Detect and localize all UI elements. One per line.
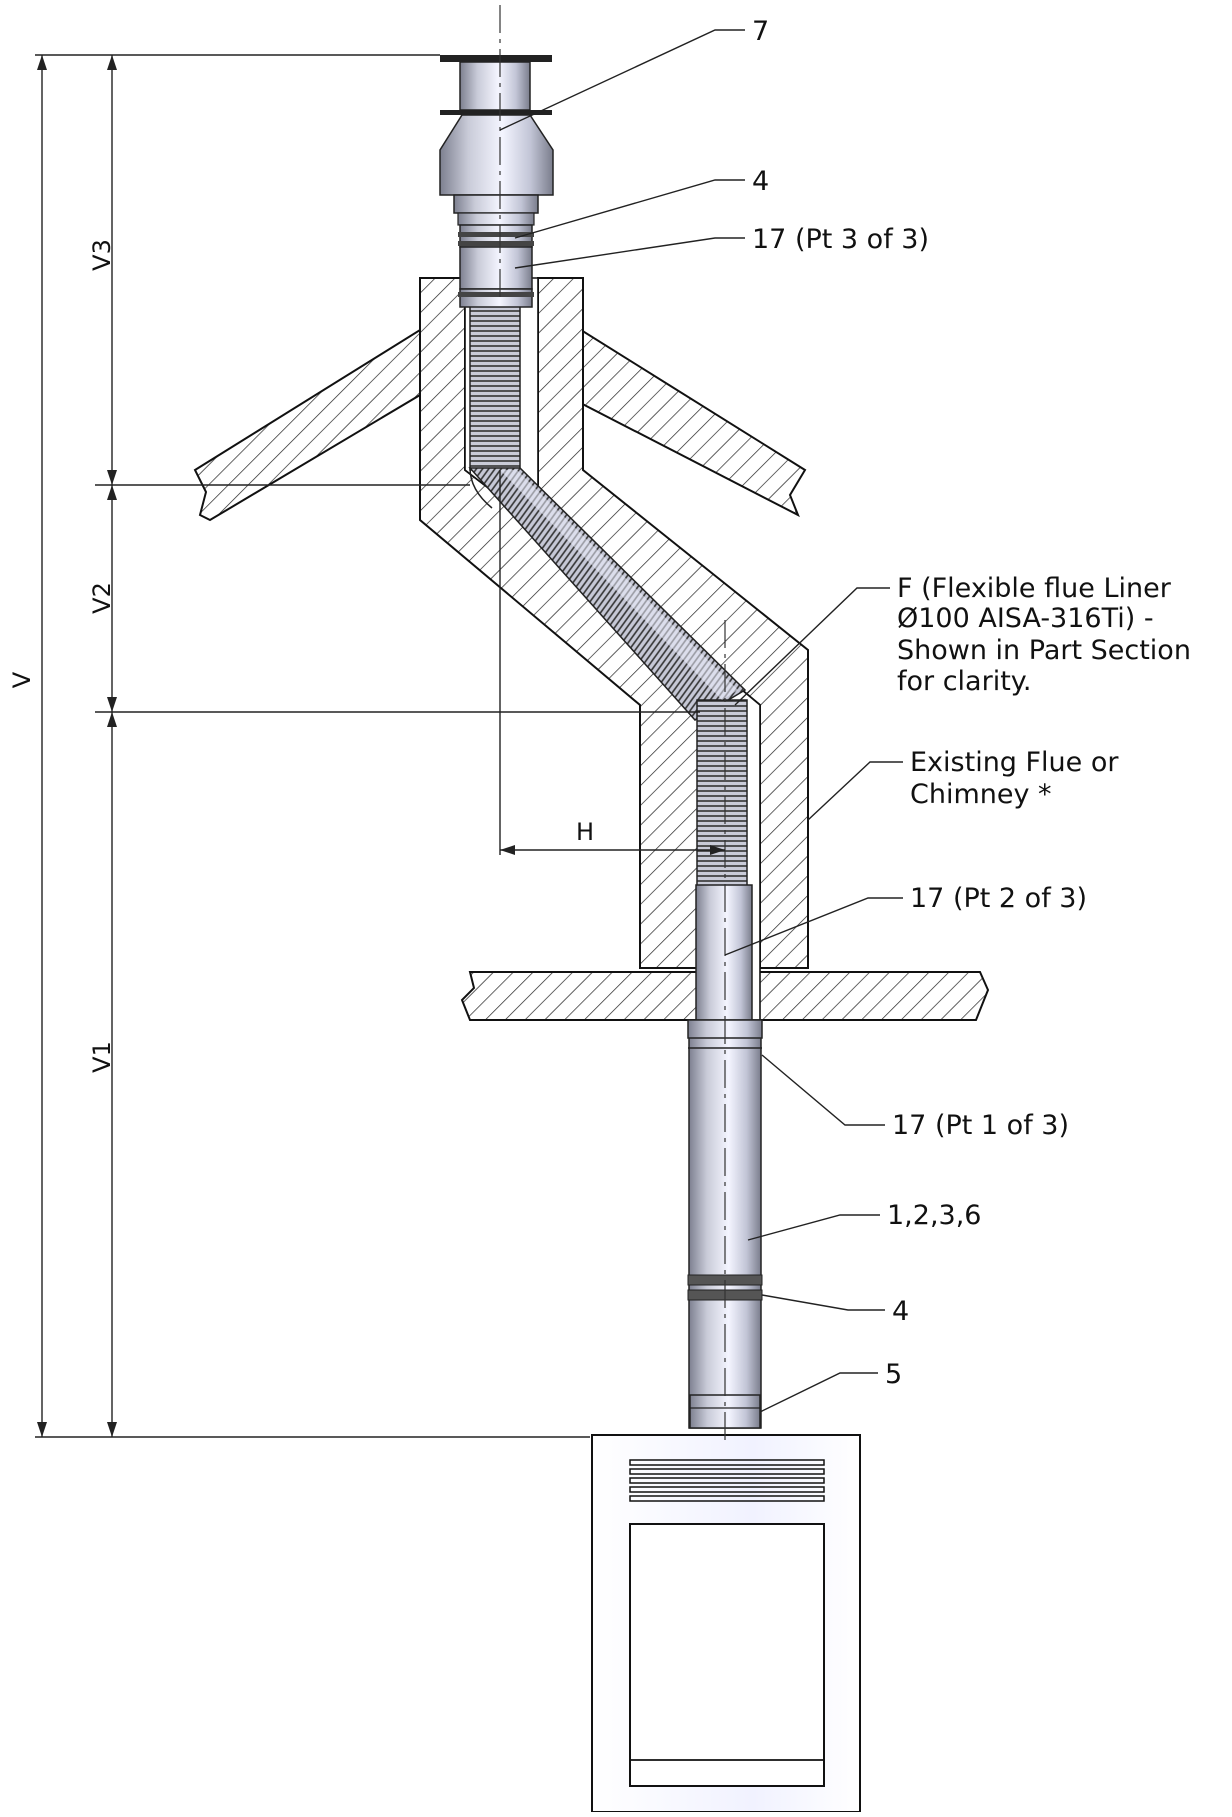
top-terminal [439,55,554,308]
label-item-17-pt3: 17 (Pt 3 of 3) [752,224,929,255]
stove-door-glass [629,1523,825,1787]
label-item-4-bottom: 4 [892,1296,909,1327]
label-item-5: 5 [885,1359,902,1390]
dimension-lines [35,54,725,1438]
label-flex-liner-line4: for clarity. [897,666,1032,697]
stove [591,1434,861,1813]
label-item-1236: 1,2,3,6 [887,1200,981,1231]
dim-h: H [576,818,594,846]
flexible-flue-liner [468,299,748,891]
dim-v2: V2 [88,582,116,614]
dimension-labels: V V3 V2 V1 H [8,239,594,1073]
label-item-17-pt2: 17 (Pt 2 of 3) [910,883,1087,914]
label-item-4-top: 4 [752,166,769,197]
dim-v1: V1 [88,1041,116,1073]
stove-vent-slots [629,1459,825,1502]
centrelines [499,5,726,1440]
label-flex-liner-line3: Shown in Part Section [897,635,1191,666]
leader-lines [499,29,903,1413]
label-existing-flue-line2: Chimney * [910,779,1052,810]
label-flex-liner-line2: Ø100 AISA-316Ti) - [897,603,1154,634]
label-item-7: 7 [752,16,769,47]
roof-left [193,328,421,522]
label-flex-liner-line1: F (Flexible flue Liner [897,573,1172,604]
dim-v: V [8,671,36,688]
lower-rigid-pipe [687,884,763,1429]
label-existing-flue-line1: Existing Flue or [910,747,1119,778]
dim-v3: V3 [88,239,116,271]
label-item-17-pt1: 17 (Pt 1 of 3) [892,1110,1069,1141]
callout-labels: 7 4 17 (Pt 3 of 3) F (Flexible flue Line… [752,16,1191,1390]
